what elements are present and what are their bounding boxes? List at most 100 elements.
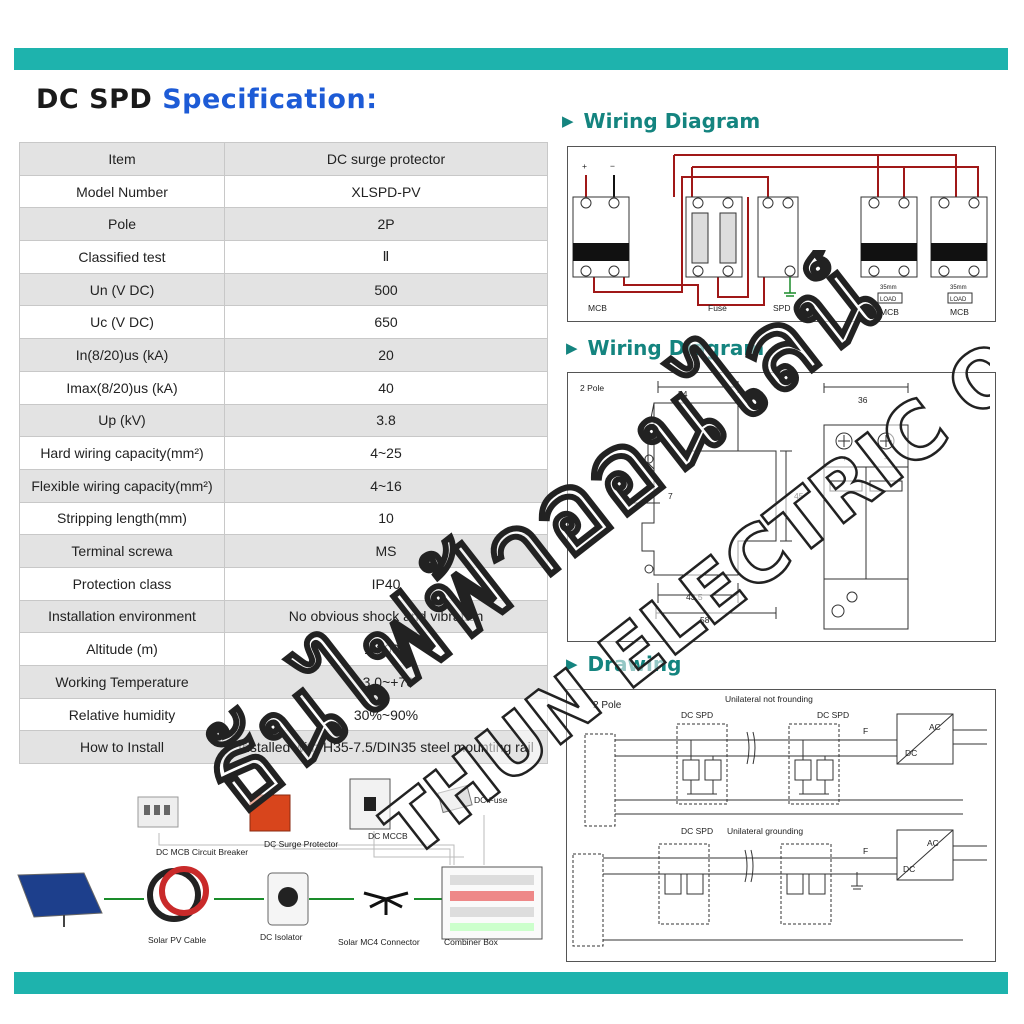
dim-45: 45 (794, 491, 804, 501)
wiring-diagram-heading-1-text: Wiring Diagram (583, 109, 761, 133)
dim-plus: + (842, 453, 847, 463)
dc-spd-label-1: DC SPD (681, 710, 713, 720)
spec-item-cell: Relative humidity (19, 697, 225, 732)
dimension-svg: 2 Pole 54 36 45 7 43.5 58 + - (580, 381, 909, 630)
spec-value-cell: 2P (224, 207, 548, 242)
spec-value-cell: XLSPD-PV (224, 174, 548, 209)
dc-surge-label: DC Surge Protector (264, 839, 338, 849)
accessories-svg: DC MCB Circuit Breaker DC Surge Protecto… (17, 778, 543, 947)
f-label-2: F (863, 846, 868, 856)
spec-value-cell: 650 (224, 305, 548, 340)
load-label-2: LOAD (950, 297, 967, 303)
dim-7: 7 (668, 491, 673, 501)
mcb-label-1: MCB (588, 303, 607, 313)
spec-row: Imax(8/20)us (kA)40 (19, 370, 548, 405)
minus-label: − (610, 161, 615, 171)
solar-cable-label: Solar PV Cable (148, 935, 206, 945)
spec-value-cell: -3.0~+70 (224, 665, 548, 699)
dim-54: 54 (678, 389, 688, 399)
drawing-bottom-caption: Unilateral grounding (727, 826, 803, 836)
mc4-connector-icon (363, 891, 409, 915)
spd-label: SPD (773, 303, 790, 313)
wiring-diagram-svg: + − MCB Fuse SPD LOAD LOAD 35mm 35mm MCB… (572, 154, 988, 317)
spec-value-cell: 4~16 (224, 468, 548, 503)
spec-value-cell: IP40 (224, 566, 548, 601)
mcb-label-3: MCB (950, 307, 969, 317)
spec-item-cell: Item (19, 142, 225, 176)
spec-title: DC SPD Specification: (36, 84, 378, 115)
ac-label-1: AC (929, 722, 941, 732)
spec-item-cell: Flexible wiring capacity(mm²) (19, 468, 225, 503)
spec-value-cell: 10 (224, 501, 548, 536)
spec-value-cell: Ⅱ (224, 240, 548, 274)
dc-fuse-icon (437, 784, 473, 814)
mcb-label-2: MCB (880, 307, 899, 317)
spec-value-cell: No obvious shock and vibration (224, 599, 548, 634)
spec-row: Stripping length(mm)10 (19, 501, 548, 536)
spec-value-cell: MS (224, 534, 548, 568)
dim-43-5: 43.5 (686, 592, 703, 602)
combiner-box-icon (441, 866, 543, 940)
dc-mccb-label: DC MCCB (368, 831, 408, 841)
bottom-teal-bar (14, 972, 1008, 994)
dim-36: 36 (858, 395, 868, 405)
spec-title-part2: Specification: (162, 84, 378, 115)
spec-value-cell: ≤ 2000 (224, 632, 548, 666)
spec-value-cell: 3.8 (224, 403, 548, 438)
spec-row: Uc (V DC)650 (19, 305, 548, 340)
dc-surge-protector-icon (249, 794, 291, 832)
ac-label-2: AC (927, 838, 939, 848)
top-teal-bar (14, 48, 1008, 70)
spec-row: Up (kV)3.8 (19, 403, 548, 438)
spec-row: In(8/20)us (kA)20 (19, 338, 548, 372)
dc-mccb-icon (349, 778, 391, 830)
spec-item-cell: Up (kV) (19, 403, 225, 438)
dc-spd-label-2: DC SPD (817, 710, 849, 720)
wiring-diagram-heading-2: ▶Wiring Diagram (566, 336, 764, 360)
spec-item-cell: Classified test (19, 240, 225, 274)
spec-item-cell: How to Install (19, 730, 225, 765)
spec-item-cell: Altitude (m) (19, 632, 225, 666)
accessories-strip: DC MCB Circuit Breaker DC Surge Protecto… (14, 775, 554, 965)
triangle-icon: ▶ (562, 112, 574, 130)
spec-row: Altitude (m)≤ 2000 (19, 632, 548, 666)
solar-cable-icon (147, 866, 209, 922)
drawing-heading: ▶Drawing (566, 652, 681, 676)
spec-value-cell: 4~25 (224, 436, 548, 470)
dc-label-1: DC (905, 748, 917, 758)
spec-title-part1: DC SPD (36, 84, 153, 115)
spec-item-cell: Protection class (19, 566, 225, 601)
spec-value-cell: 20 (224, 338, 548, 372)
spec-value-cell: Installed with H35-7.5/DIN35 steel mount… (224, 730, 548, 765)
spec-item-cell: Pole (19, 207, 225, 242)
dc-isolator-icon (267, 872, 309, 926)
spec-value-cell: 30%~90% (224, 697, 548, 732)
solar-panel-icon (17, 872, 103, 927)
triangle-icon: ▶ (566, 339, 578, 357)
spec-item-cell: Un (V DC) (19, 272, 225, 307)
spec-item-cell: Terminal screwa (19, 534, 225, 568)
dc-isolator-label: DC Isolator (260, 932, 303, 942)
spec-row: Hard wiring capacity(mm²)4~25 (19, 436, 548, 470)
plus-label: + (582, 161, 587, 171)
dimension-pole-label: 2 Pole (580, 383, 604, 393)
mc4-label: Solar MC4 Connector (338, 937, 420, 947)
spec-row: Un (V DC)500 (19, 272, 548, 307)
dimension-panel: 2 Pole 54 36 45 7 43.5 58 + - (567, 372, 996, 642)
rating-label-2: 35mm (950, 285, 967, 291)
spec-item-cell: Model Number (19, 174, 225, 209)
f-label-1: F (863, 726, 868, 736)
dc-mcb-icon (137, 796, 179, 828)
dc-mcb-label: DC MCB Circuit Breaker (156, 847, 248, 857)
spec-item-cell: Uc (V DC) (19, 305, 225, 340)
combiner-label: Combiner Box (444, 937, 499, 947)
drawing-heading-text: Drawing (587, 652, 682, 676)
